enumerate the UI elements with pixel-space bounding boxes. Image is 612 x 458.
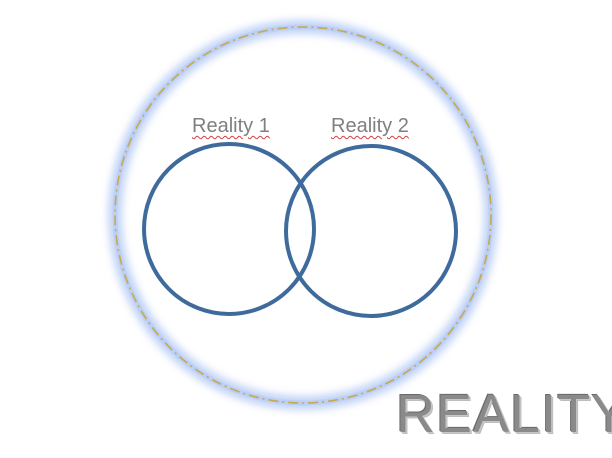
reality-1-label: Reality 1: [192, 115, 270, 137]
reality-2-circle: [284, 144, 458, 318]
reality-title: REALITY: [396, 384, 612, 444]
reality-2-label: Reality 2: [331, 115, 409, 137]
reality-1-circle: [142, 142, 316, 316]
outer-reality-glow-inner: [112, 24, 494, 406]
outer-reality-dashed-ring: [114, 26, 492, 404]
